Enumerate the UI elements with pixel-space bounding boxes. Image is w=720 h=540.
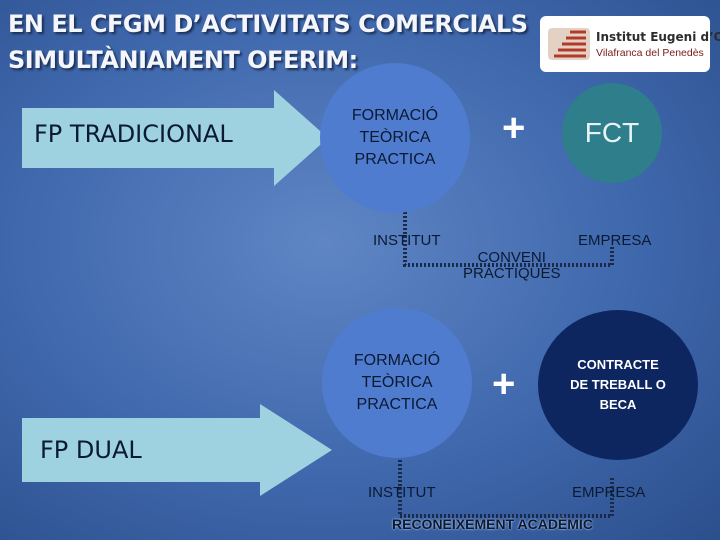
theory-text: FORMACIÓ TEÒRICA PRACTICA (353, 352, 441, 413)
institut-label-tradicional: INSTITUT (373, 232, 441, 249)
logo-name: Institut Eugeni d’Ors (596, 30, 720, 44)
fp-tradicional-label: FP TRADICIONAL (34, 120, 233, 148)
theory-text: FORMACIÓ TEÒRICA PRACTICA (351, 107, 439, 168)
fct-text: FCT (584, 117, 640, 148)
fp-tradicional-arrow (22, 90, 328, 186)
logo-subtitle: Vilafranca del Penedès (596, 47, 704, 59)
fct-circle: FCT (562, 83, 662, 183)
institut-label-dual: INSTITUT (368, 484, 436, 501)
institut-logo: Institut Eugeni d’Ors Vilafranca del Pen… (540, 16, 720, 72)
empresa-label-tradicional: EMPRESA (578, 232, 652, 249)
conveni-practiques-label: CONVENI PRÀCTIQUES (463, 249, 561, 282)
theory-circle-dual: FORMACIÓ TEÒRICA PRACTICA (322, 308, 472, 458)
empresa-label-dual: EMPRESA (572, 484, 646, 501)
slide-title: EN EL CFGM D’ACTIVITATS COMERCIALS SIMUL… (8, 6, 538, 78)
fp-dual-arrow (22, 404, 332, 496)
contract-circle: CONTRACTE DE TREBALL O BECA (538, 310, 698, 460)
contract-text: CONTRACTE DE TREBALL O BECA (570, 357, 666, 412)
reconeixement-academic-label: RECONEIXEMENT ACADÈMIC (392, 516, 593, 532)
title-line-1: EN EL CFGM D’ACTIVITATS COMERCIALS (8, 10, 528, 38)
plus-icon: + (492, 362, 516, 406)
plus-icon: + (502, 106, 526, 150)
theory-circle-tradicional: FORMACIÓ TEÒRICA PRACTICA (320, 63, 470, 213)
logo-stairs-icon (548, 28, 590, 60)
fp-dual-label: FP DUAL (40, 436, 142, 464)
title-line-2: SIMULTÀNIAMENT OFERIM: (8, 46, 358, 74)
